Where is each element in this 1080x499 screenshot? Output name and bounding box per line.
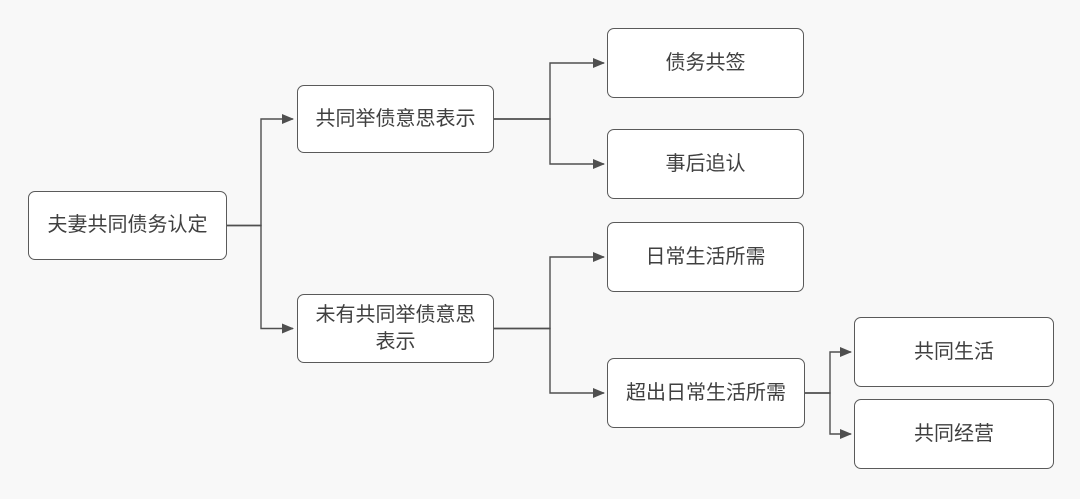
node-label: 共同生活: [914, 340, 994, 363]
node-label: 共同举债意思表示: [315, 107, 476, 130]
node-joint-debt-intent: 共同举债意思表示: [297, 85, 494, 153]
connector-beyond-daily-to-joint-business: [805, 392, 852, 439]
node-co-signed-debt: 债务共签: [607, 28, 804, 98]
node-label: 共同经营: [914, 422, 994, 445]
connector-no-joint-intent-to-beyond-daily: [494, 327, 605, 398]
node-joint-business: 共同经营: [854, 399, 1054, 469]
node-joint-life: 共同生活: [854, 317, 1054, 387]
node-label: 夫妻共同债务认定: [47, 214, 208, 236]
connector-beyond-daily-to-joint-life: [805, 347, 852, 394]
node-daily-life-needs: 日常生活所需: [607, 222, 804, 292]
node-label: 未有共同举债意思表示: [315, 303, 476, 353]
connector-root-to-joint-intent: [227, 114, 294, 227]
node-no-joint-debt-intent: 未有共同举债意思表示: [297, 294, 494, 363]
node-label: 日常生活所需: [645, 245, 766, 268]
node-label: 事后追认: [665, 152, 746, 175]
connector-joint-intent-to-ratify: [494, 118, 605, 169]
node-subsequent-ratification: 事后追认: [607, 129, 804, 199]
connector-root-to-no-joint-intent: [227, 224, 294, 334]
node-beyond-daily-needs: 超出日常生活所需: [607, 358, 805, 428]
node-label: 超出日常生活所需: [626, 381, 786, 404]
node-label: 债务共签: [665, 51, 746, 74]
connector-no-joint-intent-to-daily-needs: [494, 252, 605, 330]
connector-joint-intent-to-co-sign: [494, 58, 605, 120]
node-joint-debt-determination: 夫妻共同债务认定: [28, 191, 227, 260]
